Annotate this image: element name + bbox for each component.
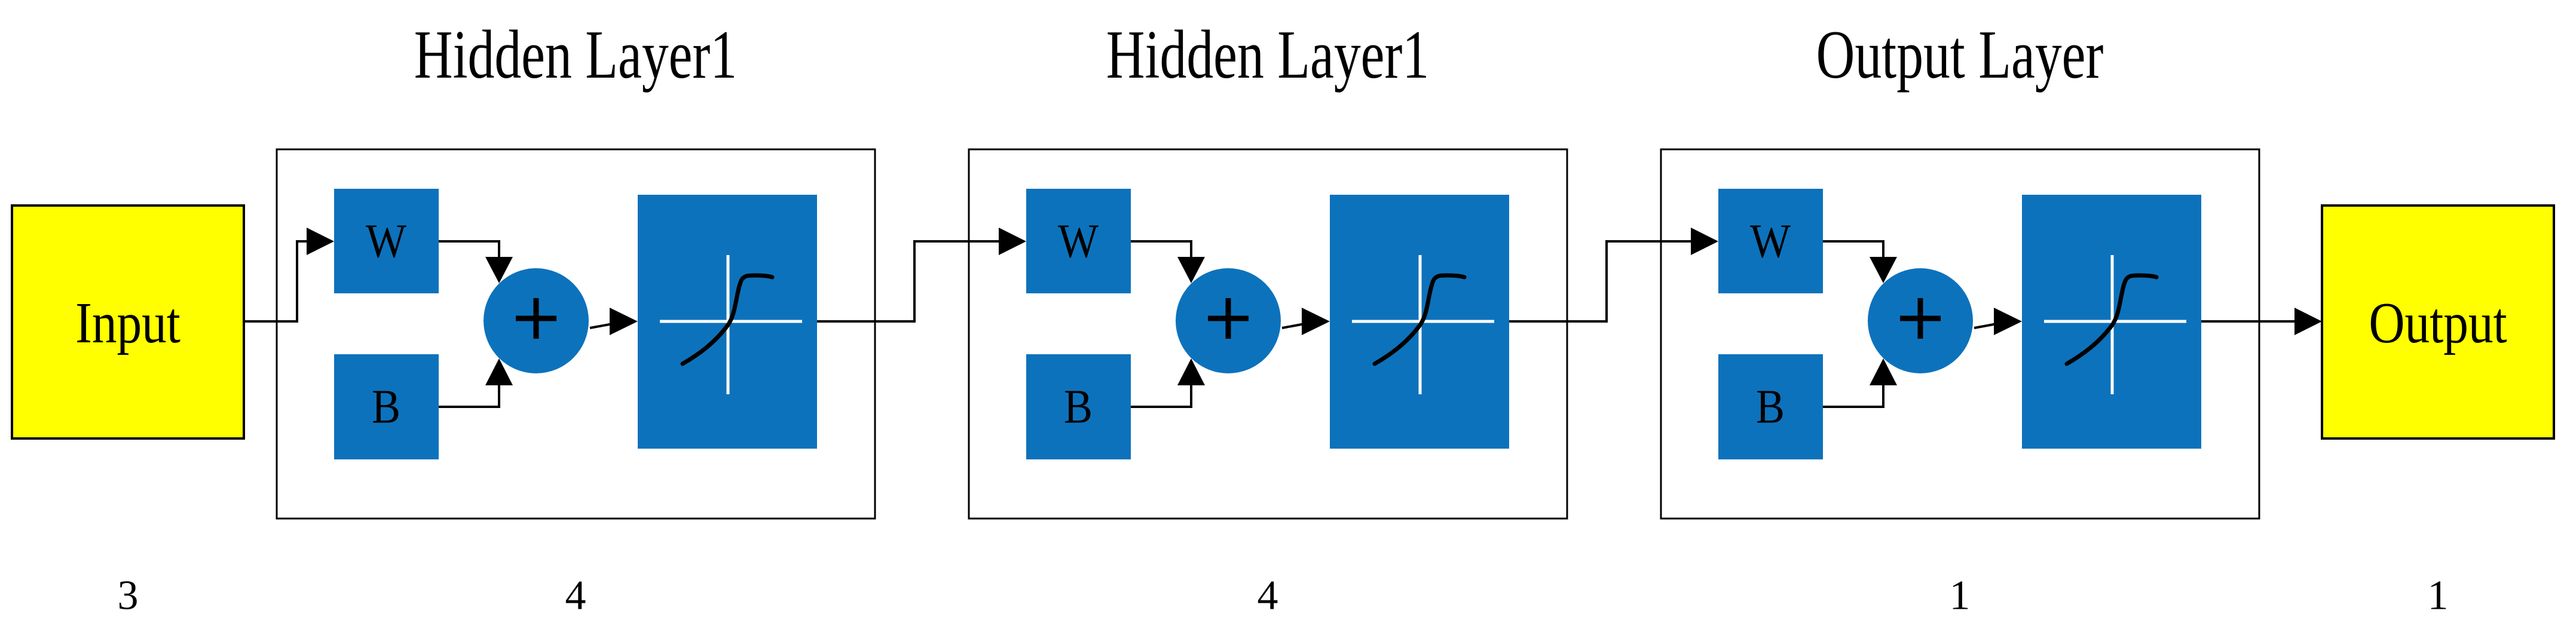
layer3-to-output-arrowhead: [2294, 308, 2322, 335]
layer1-title: Hidden Layer1: [414, 17, 737, 93]
layer2-to-layer3-connector: [1508, 226, 1720, 323]
input-block: Input: [11, 204, 245, 440]
layer2-bias-label: B: [1064, 381, 1093, 433]
output-block: Output: [2321, 204, 2555, 440]
input-to-layer1-arrowhead: [307, 228, 334, 255]
layer3-weight-label: W: [1750, 215, 1791, 268]
layer2-title: Hidden Layer1: [1106, 17, 1429, 93]
output-label: Output: [2369, 290, 2507, 355]
layer3-bias-label: B: [1756, 381, 1785, 433]
layer3-labels: Output Layer W B 1: [1750, 17, 2103, 618]
layer1-weight-label: W: [366, 215, 406, 268]
output-box: [2321, 204, 2555, 440]
layer2-internals: [969, 149, 1567, 519]
layer3-title: Output Layer: [1816, 17, 2104, 93]
layer1-to-layer2-connector: [816, 226, 1027, 323]
layer1-size-label: 4: [565, 573, 586, 619]
input-box: [11, 204, 245, 440]
layer3-internals: [1661, 149, 2259, 519]
input-size-label: 3: [118, 573, 139, 619]
layer1-labels: Hidden Layer1 W B 4: [366, 17, 737, 618]
layer2-labels: Hidden Layer1 W B 4: [1058, 17, 1429, 618]
layer3-size-label: 1: [1950, 573, 1971, 619]
input-to-layer1-line: [244, 240, 307, 323]
layer1-internals: [277, 149, 875, 519]
layer1-bias-label: B: [372, 381, 400, 433]
output-size-label: 1: [2428, 573, 2449, 619]
input-label: Input: [75, 290, 180, 355]
layer2-size-label: 4: [1258, 573, 1278, 619]
layer2-weight-label: W: [1058, 215, 1099, 268]
